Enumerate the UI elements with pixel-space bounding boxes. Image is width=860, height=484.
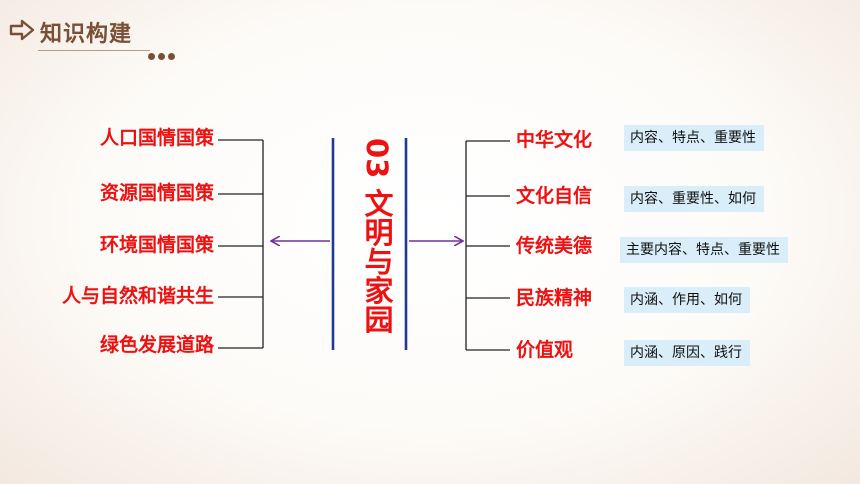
right-item-chinese-culture: 中华文化	[516, 129, 593, 151]
note-cultural-confidence: 内容、重要性、如何	[624, 186, 764, 212]
right-bracket	[465, 140, 510, 351]
left-item-resources: 资源国情国策	[99, 182, 214, 204]
center-title: 03 文明与家园	[360, 138, 394, 334]
left-bracket	[218, 139, 264, 349]
header-underline	[38, 50, 150, 51]
left-item-green-development: 绿色发展道路	[99, 334, 214, 356]
right-item-values: 价值观	[516, 339, 574, 361]
note-values: 内涵、原因、践行	[624, 340, 750, 366]
arrow-right-icon	[9, 19, 35, 41]
right-item-national-spirit: 民族精神	[516, 287, 593, 309]
right-item-traditional-virtues: 传统美德	[516, 235, 593, 257]
note-traditional-virtues: 主要内容、特点、重要性	[620, 237, 788, 263]
note-chinese-culture: 内容、特点、重要性	[624, 125, 764, 151]
section-title: 知识构建	[40, 22, 133, 47]
note-national-spirit: 内涵、作用、如何	[624, 287, 750, 313]
left-item-environment: 环境国情国策	[99, 234, 214, 256]
left-item-harmony: 人与自然和谐共生	[61, 285, 214, 307]
header-dots	[148, 45, 188, 60]
right-item-cultural-confidence: 文化自信	[516, 185, 593, 207]
left-item-population: 人口国情国策	[99, 127, 214, 149]
